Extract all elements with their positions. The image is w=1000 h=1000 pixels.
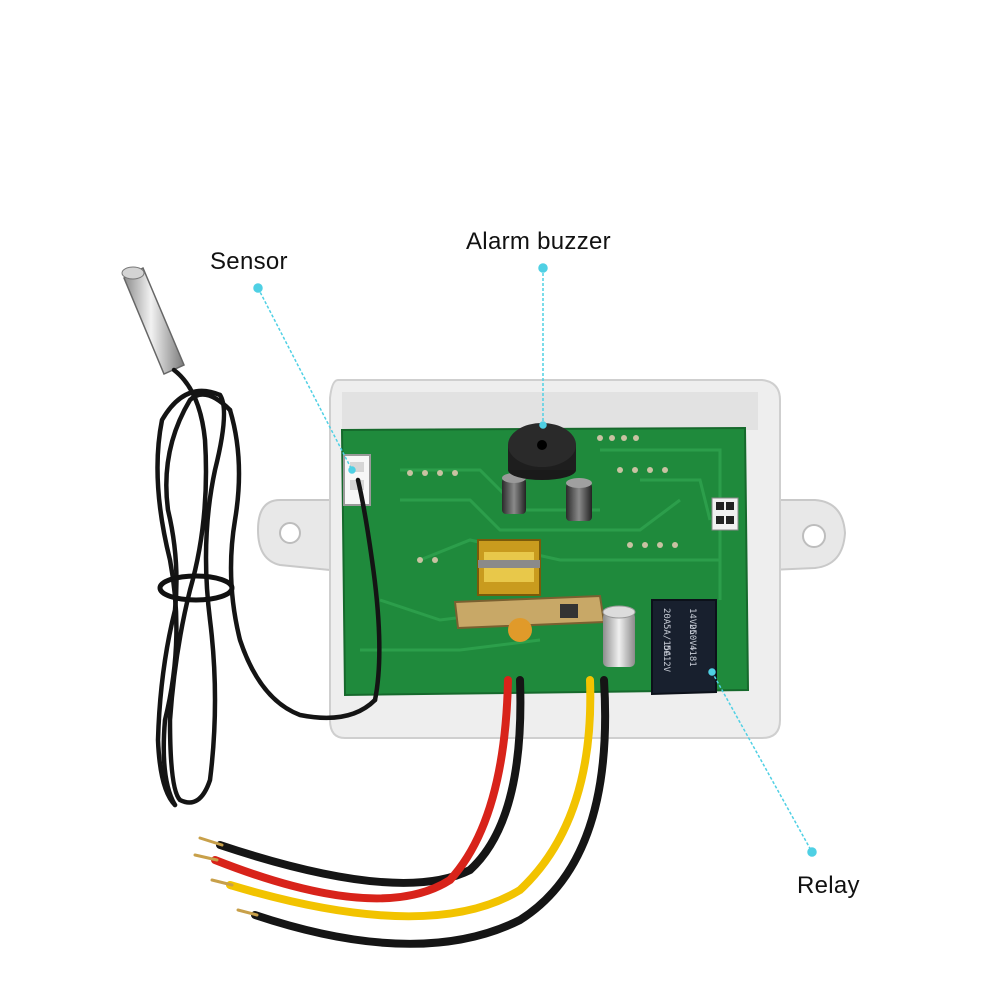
relay-marking: 20A (661, 608, 671, 625)
relay-marking: 250V~ (687, 624, 697, 652)
relay-marking: 4181 (687, 645, 697, 667)
transformer (477, 539, 541, 596)
output-wires (193, 676, 610, 948)
alarm-buzzer (508, 423, 576, 480)
alarm-buzzer-label: Alarm buzzer (466, 228, 611, 255)
sensor-pointer-line (257, 287, 353, 471)
temperature-probe (121, 266, 382, 808)
sensor-label: Sensor (210, 248, 288, 275)
sensor-pointer-dot (253, 283, 263, 293)
buzzer-pointer-dot (538, 263, 548, 273)
relay-label: Relay (797, 872, 860, 899)
power-daughter-board (453, 594, 606, 642)
relay: 20A 14VDC 5A/15A 250V~ DC12V 4181 (651, 599, 717, 696)
relay-marking: 5A/15A (661, 624, 671, 657)
relay-pointer-line (711, 671, 813, 853)
relay-marking: 14VDC (687, 608, 697, 635)
relay-marking: DC12V (661, 645, 671, 673)
circuit-board (340, 426, 750, 697)
capacitors (502, 473, 636, 667)
right-mount-hole (802, 524, 826, 548)
relay-pointer-dot (807, 847, 817, 857)
callout-lines (253, 263, 817, 857)
left-mount-hole (279, 522, 301, 544)
